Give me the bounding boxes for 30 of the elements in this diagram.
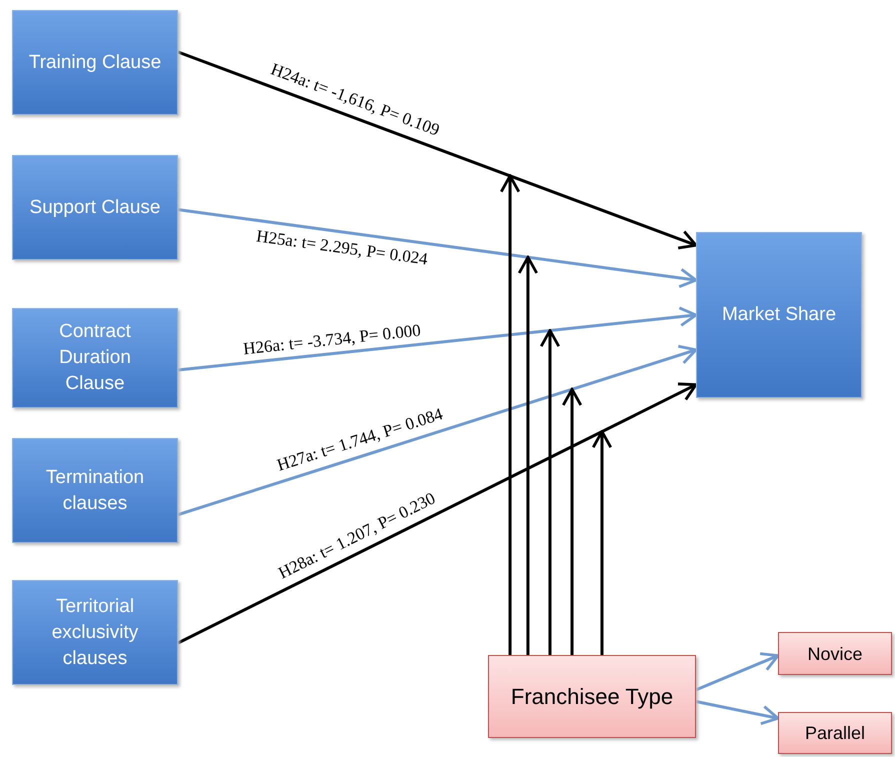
variable-box [12, 580, 178, 685]
variable-box [12, 10, 178, 115]
arrow [695, 652, 780, 692]
arrow [562, 388, 582, 655]
arrow [500, 174, 520, 655]
variable-box [12, 308, 178, 408]
node-label: Franchisee Type [510, 682, 674, 710]
node-label: Contract Duration Clause [58, 320, 132, 396]
moderator-box [488, 655, 696, 738]
arrow [696, 700, 780, 726]
variable-box [12, 438, 178, 543]
node-label: Territorial exclusivity clauses [50, 594, 140, 670]
arrow [178, 344, 698, 516]
arrow [540, 329, 560, 655]
arrow [178, 306, 698, 372]
arrow [177, 382, 698, 644]
variable-box [696, 232, 862, 398]
node-label: Parallel [804, 722, 866, 745]
node-label: Training Clause [28, 50, 162, 74]
arrow [178, 208, 698, 288]
node-label: Novice [806, 642, 864, 666]
node-label: Termination clauses [44, 466, 146, 516]
arrow [592, 430, 612, 655]
node-label: Market Share [720, 303, 838, 327]
moderator-box [778, 712, 892, 754]
variable-box [12, 155, 178, 260]
moderator-box [778, 632, 892, 675]
arrow [518, 256, 538, 655]
node-label: Support Clause [28, 196, 162, 220]
arrow [177, 50, 698, 250]
